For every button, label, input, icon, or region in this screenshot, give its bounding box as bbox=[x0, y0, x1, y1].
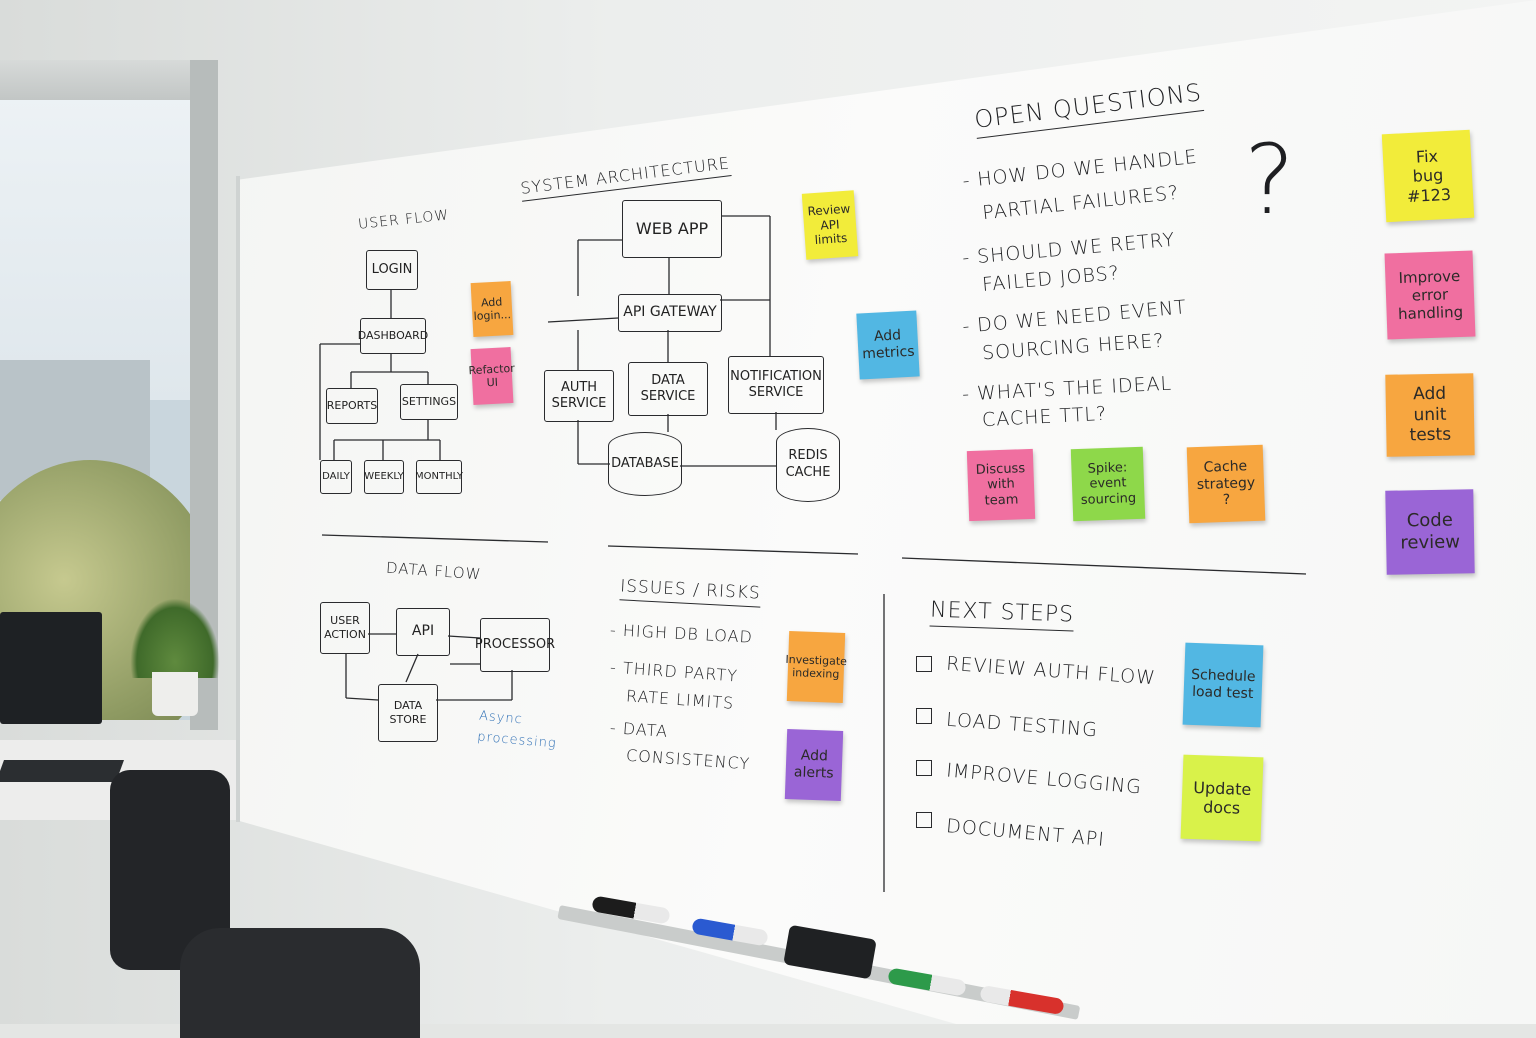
sticky-note-add-login: Add login... bbox=[470, 280, 514, 338]
api-box: API bbox=[396, 608, 450, 656]
user-action-box: USER ACTION bbox=[320, 602, 370, 654]
processor-box: PROCESSOR bbox=[475, 618, 555, 672]
data-service-box: DATA SERVICE bbox=[628, 362, 708, 416]
sticky-note-add-metrics: Add metrics bbox=[856, 310, 920, 380]
settings-box: SETTINGS bbox=[400, 384, 458, 420]
async-processing-note: Async processing bbox=[476, 708, 558, 752]
sticky-note-discuss: Discuss with team bbox=[966, 448, 1036, 522]
login-box: LOGIN bbox=[366, 250, 418, 290]
api-gateway-box: API GATEWAY bbox=[618, 294, 722, 332]
sticky-note-refactor-ui: Refactor UI bbox=[468, 346, 515, 406]
sticky-note-schedule-load-test: Schedule load test bbox=[1182, 642, 1264, 728]
sticky-note-update-docs: Update docs bbox=[1180, 754, 1264, 842]
whiteboard-edge bbox=[236, 176, 240, 822]
monitor bbox=[0, 612, 102, 724]
weekly-box: WEEKLY bbox=[364, 460, 404, 494]
monthly-box: MONTHLY bbox=[415, 460, 463, 494]
sticky-note-cache-strategy: Cache strategy ? bbox=[1186, 444, 1266, 524]
sky bbox=[0, 60, 200, 400]
question-mark-drawing: ? bbox=[1244, 124, 1296, 236]
sticky-note-review-api: Review API limits bbox=[801, 190, 859, 260]
checkbox-review-auth bbox=[916, 656, 932, 672]
auth-service-box: AUTH SERVICE bbox=[544, 370, 614, 422]
whiteboard bbox=[236, 0, 1536, 1024]
sticky-note-add-alerts: Add alerts bbox=[784, 729, 844, 801]
web-app-box: WEB APP bbox=[622, 200, 722, 258]
checkbox-document-api bbox=[916, 812, 932, 828]
sticky-note-spike: Spike: event sourcing bbox=[1070, 446, 1146, 522]
daily-box: DAILY bbox=[320, 460, 352, 494]
next-steps-title: NEXT STEPS bbox=[929, 597, 1075, 632]
dashboard-box: DASHBOARD bbox=[358, 318, 428, 354]
sticky-note-improve-error: Improve error handling bbox=[1384, 250, 1476, 340]
checkbox-load-testing bbox=[916, 708, 932, 724]
sticky-note-code-review: Code review bbox=[1385, 489, 1475, 575]
sticky-note-add-unit-tests: Add unit tests bbox=[1385, 373, 1475, 457]
notification-service-box: NOTIFICATION SERVICE bbox=[728, 356, 824, 414]
checkbox-improve-logging bbox=[916, 760, 932, 776]
window-blind bbox=[0, 60, 218, 100]
reports-box: REPORTS bbox=[326, 388, 378, 424]
redis-cache-cylinder: REDIS CACHE bbox=[776, 428, 840, 502]
sticky-note-investigate: Investigate indexing bbox=[785, 631, 847, 703]
plant-pot bbox=[152, 672, 198, 716]
issue-3-line-1: - DATA bbox=[609, 717, 669, 742]
sticky-note-fix-bug: Fix bug #123 bbox=[1381, 129, 1475, 223]
office-chair bbox=[180, 928, 420, 1038]
database-cylinder: DATABASE bbox=[608, 432, 682, 496]
data-store-box: DATA STORE bbox=[378, 684, 438, 742]
plant-icon bbox=[130, 598, 220, 678]
